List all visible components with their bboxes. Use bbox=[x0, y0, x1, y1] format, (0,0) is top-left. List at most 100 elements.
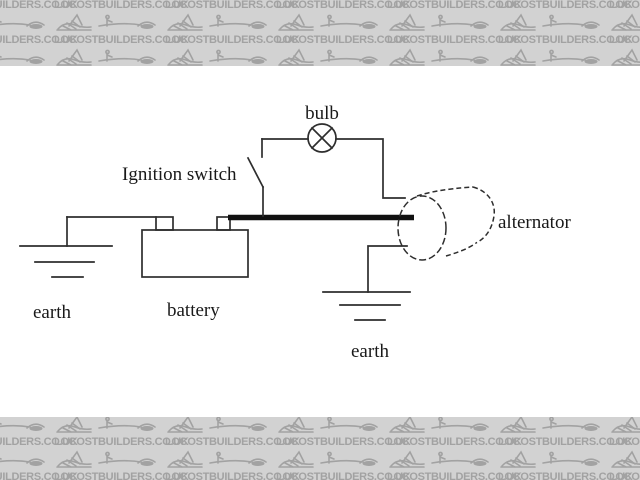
watermark-text: LOCOSTBUILDERS.CO.UK bbox=[0, 0, 78, 11]
watermark-tile: LOCOSTBUILDERS.CO.UK bbox=[498, 450, 633, 480]
watermark-tile: LOCOSTBUILDERS.CO.UK bbox=[54, 417, 189, 450]
watermark-banner-top: LOCOSTBUILDERS.CO.UKLOCOSTBUILDERS.CO.UK… bbox=[0, 0, 640, 66]
earth-symbol-left bbox=[19, 216, 113, 278]
locost-car-logo-icon bbox=[500, 450, 600, 468]
watermark-tile: LOCOSTBUILDERS.CO.UK bbox=[54, 48, 165, 66]
watermark-text: LOCOSTBUILDERS.CO.UK bbox=[387, 34, 522, 46]
watermark-text: LOCOSTBUILDERS.CO.UK bbox=[276, 436, 411, 448]
watermark-tile: LOCOSTBUILDERS.CO.UK bbox=[54, 13, 189, 48]
watermark-row: LOCOSTBUILDERS.CO.UKLOCOSTBUILDERS.CO.UK… bbox=[0, 13, 640, 48]
watermark-tile: LOCOSTBUILDERS.CO.UK bbox=[498, 0, 633, 13]
watermark-text: LOCOSTBUILDERS.CO.UK bbox=[609, 471, 640, 480]
watermark-tile: LOCOSTBUILDERS.CO.UK bbox=[498, 13, 633, 48]
watermark-tile: LOCOSTBUILDERS.CO.UK bbox=[165, 48, 276, 66]
locost-car-logo-icon bbox=[167, 48, 267, 66]
watermark-tile: LOCOSTBUILDERS.CO.UK bbox=[276, 0, 411, 13]
watermark-tile: LOCOSTBUILDERS.CO.UK bbox=[0, 450, 78, 480]
locost-car-logo-icon bbox=[500, 417, 600, 433]
watermark-tile: LOCOSTBUILDERS.CO.UK bbox=[276, 450, 411, 480]
locost-car-logo-icon bbox=[0, 20, 45, 29]
locost-car-logo-icon bbox=[389, 13, 489, 31]
watermark-tile: LOCOSTBUILDERS.CO.UK bbox=[609, 13, 640, 48]
watermark-text: LOCOSTBUILDERS.CO.UK bbox=[498, 0, 633, 11]
watermark-tile: LOCOSTBUILDERS.CO.UK bbox=[609, 48, 640, 66]
watermark-text: LOCOSTBUILDERS.CO.UK bbox=[387, 471, 522, 480]
watermark-text: LOCOSTBUILDERS.CO.UK bbox=[0, 436, 78, 448]
label-battery: battery bbox=[167, 300, 220, 321]
locost-car-logo-icon bbox=[0, 457, 45, 466]
watermark-text: LOCOSTBUILDERS.CO.UK bbox=[165, 34, 300, 46]
battery-symbol bbox=[141, 216, 249, 278]
watermark-text: LOCOSTBUILDERS.CO.UK bbox=[609, 0, 640, 11]
watermark-tile: LOCOSTBUILDERS.CO.UK bbox=[609, 0, 640, 13]
label-earth-left: earth bbox=[33, 302, 71, 323]
locost-car-logo-icon bbox=[0, 422, 45, 431]
watermark-text: LOCOSTBUILDERS.CO.UK bbox=[276, 0, 411, 11]
watermark-tile: LOCOSTBUILDERS.CO.UK bbox=[165, 450, 300, 480]
locost-car-logo-icon bbox=[611, 450, 640, 468]
locost-car-logo-icon bbox=[278, 13, 378, 31]
locost-car-logo-icon bbox=[389, 450, 489, 468]
watermark-text: LOCOSTBUILDERS.CO.UK bbox=[0, 471, 78, 480]
watermark-row: LOCOSTBUILDERS.CO.UKLOCOSTBUILDERS.CO.UK… bbox=[0, 0, 640, 13]
label-bulb: bulb bbox=[305, 103, 339, 124]
watermark-tile: LOCOSTBUILDERS.CO.UK bbox=[0, 48, 54, 66]
label-earth-bottom: earth bbox=[351, 341, 389, 362]
watermark-text: LOCOSTBUILDERS.CO.UK bbox=[609, 436, 640, 448]
watermark-tile: LOCOSTBUILDERS.CO.UK bbox=[387, 0, 522, 13]
locost-car-logo-icon bbox=[611, 13, 640, 31]
watermark-text: LOCOSTBUILDERS.CO.UK bbox=[0, 34, 78, 46]
locost-car-logo-icon bbox=[167, 417, 267, 433]
locost-car-logo-icon bbox=[56, 48, 156, 66]
locost-car-logo-icon bbox=[278, 417, 378, 433]
watermark-row: LOCOSTBUILDERS.CO.UKLOCOSTBUILDERS.CO.UK… bbox=[0, 48, 640, 66]
watermark-text: LOCOSTBUILDERS.CO.UK bbox=[54, 34, 189, 46]
locost-car-logo-icon bbox=[389, 48, 489, 66]
locost-car-logo-icon bbox=[56, 417, 156, 433]
watermark-text: LOCOSTBUILDERS.CO.UK bbox=[498, 471, 633, 480]
watermark-text: LOCOSTBUILDERS.CO.UK bbox=[54, 471, 189, 480]
watermark-tile: LOCOSTBUILDERS.CO.UK bbox=[165, 0, 300, 13]
watermark-text: LOCOSTBUILDERS.CO.UK bbox=[165, 471, 300, 480]
bulb-symbol bbox=[307, 123, 337, 153]
watermark-tile: LOCOSTBUILDERS.CO.UK bbox=[165, 13, 300, 48]
watermark-tile: LOCOSTBUILDERS.CO.UK bbox=[0, 417, 78, 450]
watermark-text: LOCOSTBUILDERS.CO.UK bbox=[165, 436, 300, 448]
locost-car-logo-icon bbox=[611, 417, 640, 433]
watermark-tile: LOCOSTBUILDERS.CO.UK bbox=[54, 0, 189, 13]
watermark-tile: LOCOSTBUILDERS.CO.UK bbox=[387, 450, 522, 480]
locost-car-logo-icon bbox=[167, 13, 267, 31]
watermark-tile: LOCOSTBUILDERS.CO.UK bbox=[0, 0, 78, 13]
watermark-tile: LOCOSTBUILDERS.CO.UK bbox=[387, 13, 522, 48]
earth-symbol-bottom bbox=[322, 291, 411, 321]
alternator-symbol bbox=[397, 186, 496, 261]
locost-car-logo-icon bbox=[0, 55, 45, 64]
locost-car-logo-icon bbox=[56, 13, 156, 31]
watermark-tile: LOCOSTBUILDERS.CO.UK bbox=[276, 417, 411, 450]
watermark-tile: LOCOSTBUILDERS.CO.UK bbox=[276, 13, 411, 48]
locost-car-logo-icon bbox=[278, 450, 378, 468]
watermark-text: LOCOSTBUILDERS.CO.UK bbox=[387, 0, 522, 11]
ignition-switch-symbol bbox=[246, 138, 265, 217]
watermark-row: LOCOSTBUILDERS.CO.UKLOCOSTBUILDERS.CO.UK… bbox=[0, 450, 640, 480]
watermark-tile: LOCOSTBUILDERS.CO.UK bbox=[276, 48, 387, 66]
watermark-tile: LOCOSTBUILDERS.CO.UK bbox=[54, 450, 189, 480]
watermark-tile: LOCOSTBUILDERS.CO.UK bbox=[0, 13, 78, 48]
watermark-text: LOCOSTBUILDERS.CO.UK bbox=[165, 0, 300, 11]
locost-car-logo-icon bbox=[56, 450, 156, 468]
watermark-tile: LOCOSTBUILDERS.CO.UK bbox=[387, 48, 498, 66]
locost-car-logo-icon bbox=[167, 450, 267, 468]
wire-bulb-to-alternator bbox=[335, 138, 406, 199]
locost-car-logo-icon bbox=[500, 48, 600, 66]
watermark-text: LOCOSTBUILDERS.CO.UK bbox=[498, 436, 633, 448]
watermark-text: LOCOSTBUILDERS.CO.UK bbox=[387, 436, 522, 448]
watermark-tile: LOCOSTBUILDERS.CO.UK bbox=[609, 450, 640, 480]
watermark-text: LOCOSTBUILDERS.CO.UK bbox=[54, 436, 189, 448]
watermark-row: LOCOSTBUILDERS.CO.UKLOCOSTBUILDERS.CO.UK… bbox=[0, 417, 640, 450]
locost-car-logo-icon bbox=[389, 417, 489, 433]
watermark-text: LOCOSTBUILDERS.CO.UK bbox=[54, 0, 189, 11]
watermark-banner-bottom: LOCOSTBUILDERS.CO.UKLOCOSTBUILDERS.CO.UK… bbox=[0, 417, 640, 480]
watermark-tile: LOCOSTBUILDERS.CO.UK bbox=[498, 417, 633, 450]
